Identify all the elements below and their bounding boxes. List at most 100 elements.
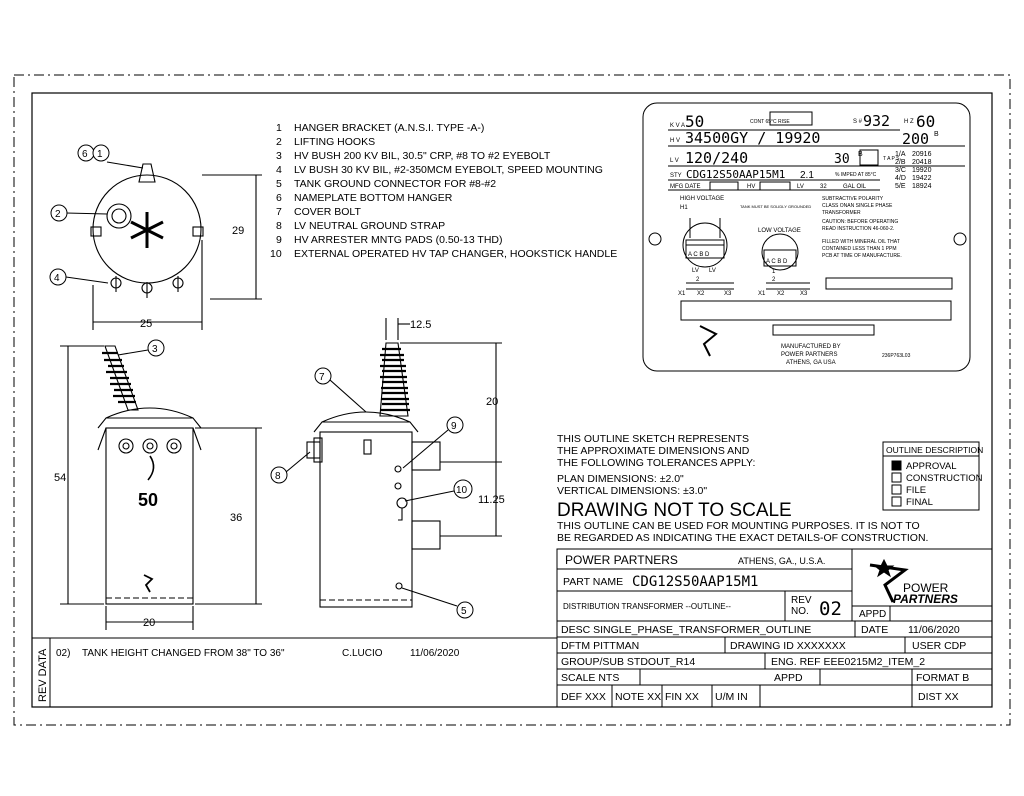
date-value: 11/06/2020 xyxy=(908,624,960,636)
dim-top-width: 25 xyxy=(140,318,152,330)
grounded-note: TANK MUST BE SOLIDLY GROUNDED xyxy=(740,204,811,209)
side-hv-bushing xyxy=(379,342,410,417)
mounting-note: THIS OUTLINE CAN BE USED FOR MOUNTING PU… xyxy=(557,520,920,532)
nameplate-hanger xyxy=(363,439,372,455)
lv-prefix: L V xyxy=(670,158,679,164)
not-to-scale-note: DRAWING NOT TO SCALE xyxy=(557,500,792,521)
filled-line: FILLED WITH MINERAL OIL THAT xyxy=(822,239,900,245)
drafter-field: DFTM PITTMAN xyxy=(561,640,639,652)
tap-key: 2/B xyxy=(895,159,906,166)
imped-label: % IMPED AT 85°C xyxy=(835,172,877,178)
side-view-dims: 12.5 20 11.25 xyxy=(410,319,505,506)
nameplate-text: K V A 50 CONT 65°C RISE S # 932 H Z 60 H… xyxy=(670,112,939,366)
balloon-5: 5 xyxy=(461,606,467,617)
parts-list-num: 9 xyxy=(276,234,282,246)
logo-text: PARTNERS xyxy=(893,592,958,606)
lv-diagram-label: LV xyxy=(692,268,699,274)
hv-value: 34500GY / 19920 xyxy=(685,129,820,147)
tank-kva-label: 50 xyxy=(138,490,158,510)
rev-number: 02 xyxy=(819,598,842,620)
checkbox-label: FILE xyxy=(906,485,926,496)
balloon-3: 3 xyxy=(152,344,158,355)
tap-changer-handle xyxy=(396,497,408,509)
parts-list-text: LV BUSH 30 KV BIL, #2-350MCM EYEBOLT, SP… xyxy=(294,164,603,176)
parts-list-num: 2 xyxy=(276,136,282,148)
x2-label: X2 xyxy=(697,291,705,297)
nameplate-blank-box-2 xyxy=(680,300,952,321)
lv-bushings-top xyxy=(110,276,184,298)
checkbox-approval[interactable] xyxy=(891,460,902,471)
serial-value: 932 xyxy=(863,112,890,130)
tap-value: 19920 xyxy=(912,167,932,174)
user-field: USER CDP xyxy=(912,640,966,652)
side-cover xyxy=(313,421,419,433)
dim-side-pads: 11.25 xyxy=(478,494,505,506)
lv-diagram-label: LV xyxy=(709,268,716,274)
terminal-letters-lv: A C B D xyxy=(766,259,788,265)
outline-notes: THIS OUTLINE SKETCH REPRESENTS THE APPRO… xyxy=(557,433,928,544)
um-field: U/M IN xyxy=(715,691,748,703)
revision-block: REV DATA 02) TANK HEIGHT CHANGED FROM 38… xyxy=(32,637,557,707)
note-field: NOTE XX xyxy=(615,691,661,703)
dim-top-height: 29 xyxy=(232,225,244,237)
dim-front-tank: 36 xyxy=(230,512,242,524)
parts-list-text: TANK GROUND CONNECTOR FOR #8-#2 xyxy=(294,178,496,190)
parts-list-num: 4 xyxy=(276,164,282,176)
lv-box-label: LV xyxy=(797,184,804,190)
x2-label-lv: X2 xyxy=(777,291,785,297)
logo-text: POWER xyxy=(903,581,949,595)
checkbox-label: FINAL xyxy=(906,497,933,508)
checkbox-file[interactable] xyxy=(891,484,902,495)
tap-key: 3/C xyxy=(895,167,906,174)
sty-label: STY xyxy=(670,173,682,179)
parts-list-num: 10 xyxy=(270,248,282,260)
tap-key: 4/D xyxy=(895,175,906,182)
scale-field: SCALE NTS xyxy=(561,672,619,684)
parts-list-text: LV NEUTRAL GROUND STRAP xyxy=(294,220,445,232)
checkbox-final[interactable] xyxy=(891,496,902,507)
lv-winding-diagram xyxy=(761,233,810,290)
hv-bil-value: 200 xyxy=(902,130,929,148)
parts-list-num: 7 xyxy=(276,206,282,218)
date-label: DATE xyxy=(861,624,888,636)
company-name: POWER PARTNERS xyxy=(565,553,678,567)
plan-tolerance: PLAN DIMENSIONS: ±2.0" xyxy=(557,473,684,485)
taps-prefix: T A P S xyxy=(883,156,900,162)
x3-label-lv: X3 xyxy=(800,291,808,297)
format-field: FORMAT B xyxy=(916,672,969,684)
checkbox-construction[interactable] xyxy=(891,472,902,483)
part-name-label: PART NAME xyxy=(563,576,623,588)
front-tank xyxy=(105,427,194,605)
hz-prefix: H Z xyxy=(904,119,914,125)
kva-prefix: K V A xyxy=(670,123,685,129)
balloon-4: 4 xyxy=(54,273,60,284)
front-view-dims: 54 36 20 xyxy=(54,472,242,629)
nameplate-hole-right xyxy=(953,232,967,246)
callout-balloons: 6 1 2 4 3 7 8 9 10 5 xyxy=(49,144,474,619)
desc-field: DESC SINGLE_PHASE_TRANSFORMER_OUTLINE xyxy=(561,624,811,636)
rev-label: NO. xyxy=(791,606,809,617)
x1-label: X1 xyxy=(678,291,686,297)
top-view xyxy=(65,161,262,330)
description-type: DISTRIBUTION TRANSFORMER --OUTLINE-- xyxy=(563,602,731,611)
def-field: DEF XXX xyxy=(561,691,606,703)
hz-value: 60 xyxy=(916,112,935,131)
rev-entry-number: 02) xyxy=(56,648,70,659)
front-hangers xyxy=(97,427,202,451)
parts-list-num: 1 xyxy=(276,122,282,134)
x3-label: X3 xyxy=(724,291,732,297)
tap-value: 18924 xyxy=(912,183,932,190)
tap-key: 5/E xyxy=(895,183,906,190)
balloon-9: 9 xyxy=(451,421,457,432)
lv-number: 2 xyxy=(696,277,700,283)
balloon-2: 2 xyxy=(55,209,61,220)
outer-dashed-border xyxy=(13,74,1011,726)
lv-bil-value: 30 xyxy=(834,152,850,167)
logo-star-icon xyxy=(873,558,895,578)
caution-line: READ INSTRUCTION 46-060-2. xyxy=(822,226,894,232)
nameplate-logo-icon xyxy=(699,325,718,357)
dim-side-offset: 12.5 xyxy=(410,319,431,331)
high-voltage-label: HIGH VOLTAGE xyxy=(680,196,724,202)
manufactured-line: MANUFACTURED BY xyxy=(781,344,841,350)
sty-value: CDG12S50AAP15M1 xyxy=(686,168,785,181)
